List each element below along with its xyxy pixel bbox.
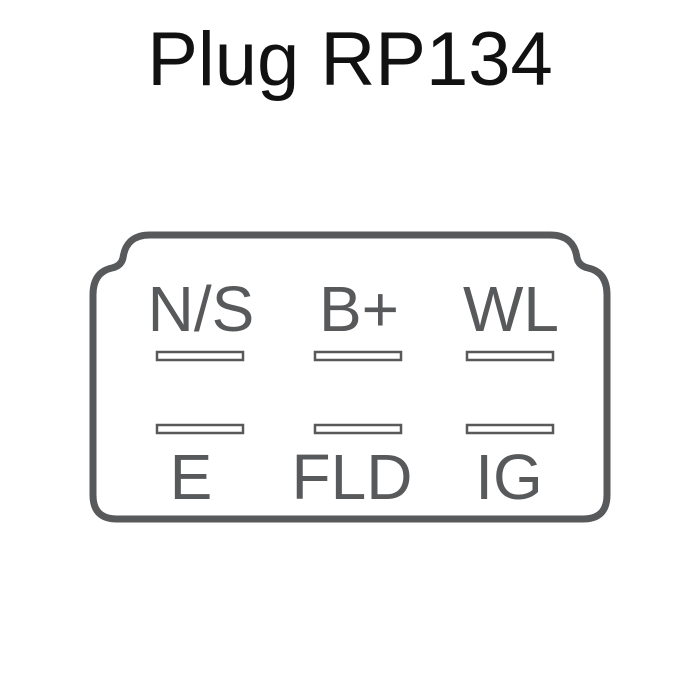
connector-outline <box>89 231 611 523</box>
pin-label-bplus: B+ <box>319 273 399 345</box>
pin-slot-e <box>155 423 245 435</box>
pin-slot-fld <box>313 423 403 435</box>
plug-title: Plug RP134 <box>147 17 553 102</box>
pin-label-e: E <box>170 441 213 513</box>
pin-label-fld: FLD <box>292 441 413 513</box>
pin-slot-ig <box>465 423 555 435</box>
pin-slot-wl <box>465 350 555 362</box>
pin-slot-ns <box>155 350 245 362</box>
pin-label-wl: WL <box>463 273 559 345</box>
pin-slot-bplus <box>313 350 403 362</box>
pin-label-ns: N/S <box>148 273 255 345</box>
pin-label-ig: IG <box>475 441 543 513</box>
pin-slots <box>155 350 555 435</box>
